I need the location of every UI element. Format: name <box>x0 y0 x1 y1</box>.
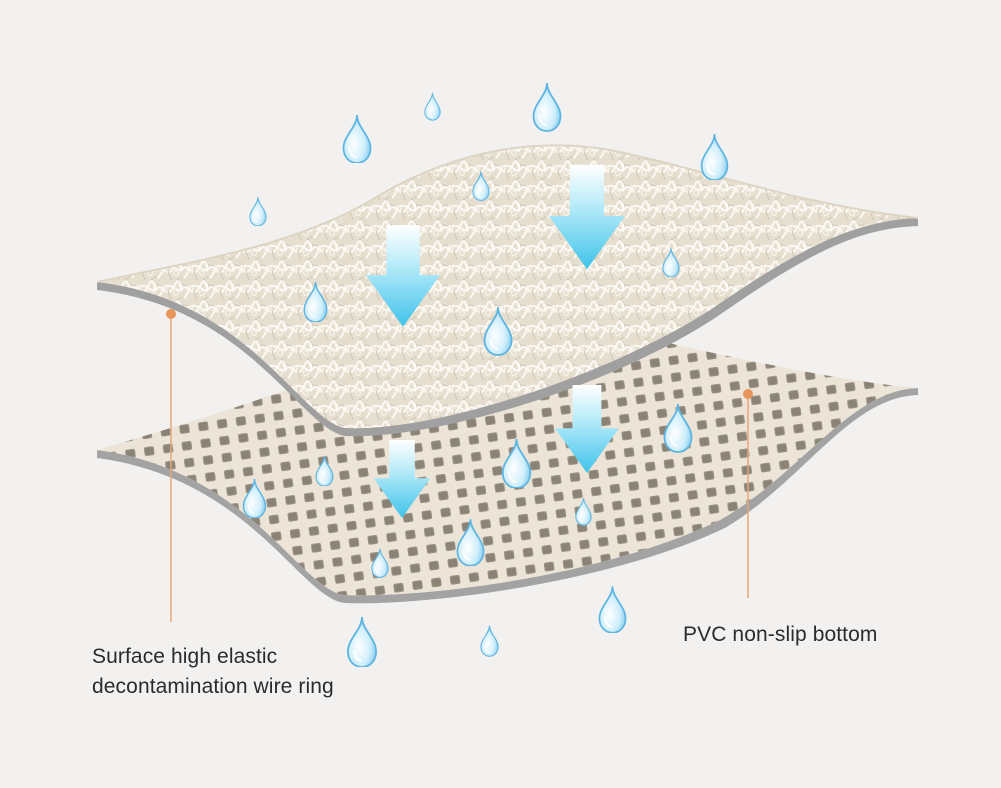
water-drop-icon <box>700 134 729 180</box>
pvc-bottom-layer <box>97 312 918 604</box>
water-drop-icon <box>424 92 441 121</box>
surface-label-line2: decontamination wire ring <box>92 675 334 698</box>
wire-ring-top-layer <box>96 144 919 437</box>
bottom-layer-label: PVC non-slip bottom <box>683 623 878 646</box>
callout-dot <box>743 389 753 399</box>
surface-layer-label: Surface high elastic decontamination wir… <box>92 642 352 702</box>
water-drop-icon <box>480 625 499 657</box>
water-drop-icon <box>342 115 372 163</box>
callout-dot <box>166 309 176 319</box>
water-drop-icon <box>249 197 267 226</box>
callout-bottom <box>743 389 753 598</box>
callout-surface <box>166 309 176 622</box>
water-drop-icon <box>532 82 562 132</box>
surface-label-line1: Surface high elastic <box>92 645 278 668</box>
water-drop-icon <box>346 617 378 667</box>
water-drop-icon <box>598 586 627 633</box>
